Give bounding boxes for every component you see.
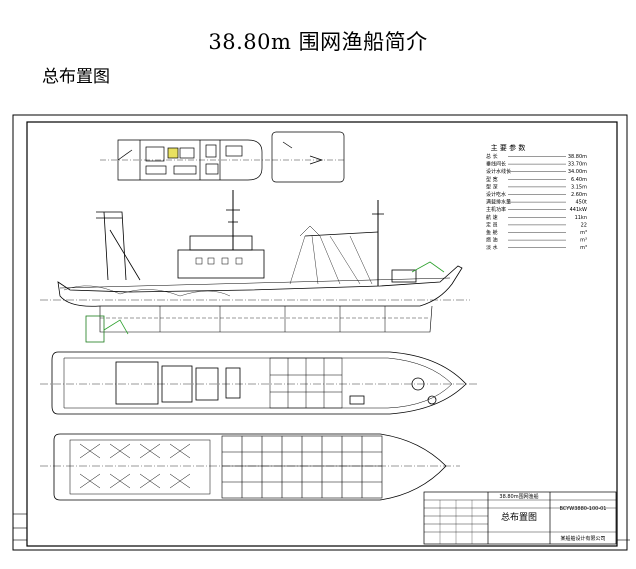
particulars-value: m³: [580, 245, 587, 251]
particulars-label: 主机功率: [486, 206, 506, 213]
particulars-label: 设计吃水: [486, 191, 506, 198]
top-wheelhouse-plan-small: [271, 131, 345, 183]
top-deck-plan-small: [100, 139, 270, 181]
particulars-row: 主机功率 441kW: [486, 206, 587, 213]
particulars-value: 34.00m: [568, 169, 587, 175]
particulars-value: 2.60m: [571, 192, 587, 198]
title-block-project: 38.80m围网渔船: [499, 493, 538, 500]
sheet-border: [12, 114, 628, 551]
main-deck-plan: [40, 351, 478, 415]
particulars-label: 型 宽: [486, 176, 498, 183]
particulars-label: 设计水线长: [486, 168, 511, 175]
particulars-row: 淡 水 m³: [486, 244, 587, 251]
particulars-label: 满载排水量: [486, 199, 511, 206]
particulars-row: 航 速 11kn: [486, 214, 587, 221]
page-title: 38.80m 围网渔船简介: [208, 30, 428, 54]
particulars-value: 11kn: [575, 215, 587, 221]
particulars-row: 鱼 舱 m³: [486, 229, 587, 236]
particulars-label: 型 深: [486, 183, 498, 190]
particulars-label: 鱼 舱: [486, 229, 498, 236]
particulars-label: 定 员: [486, 221, 498, 228]
profile-view: [40, 190, 470, 343]
particulars-value: 450t: [575, 200, 587, 206]
particulars-row: 垂线间长 33.70m: [486, 161, 587, 168]
title-block-company: 某船舶设计有限公司: [560, 535, 605, 542]
particulars-label: 总 长: [486, 153, 498, 160]
particulars-value: 3.15m: [571, 184, 587, 190]
particulars-label: 垂线间长: [486, 161, 506, 168]
particulars-row: 总 长 38.80m: [486, 153, 587, 160]
particulars-value: m³: [580, 238, 587, 244]
title-block: [423, 491, 617, 545]
particulars-value: 6.40m: [571, 177, 587, 183]
hold-plan: [40, 433, 460, 501]
page-subtitle: 总布置图: [42, 67, 110, 87]
particulars-title: 主 要 参 数: [491, 143, 526, 152]
particulars-row: 燃 油 m³: [486, 237, 587, 244]
particulars-row: 满载排水量 450t: [486, 199, 587, 206]
particulars-label: 淡 水: [486, 244, 498, 251]
particulars-row: 设计水线长 34.00m: [486, 168, 587, 175]
particulars-label: 燃 油: [486, 237, 498, 244]
title-block-drawing-no: BCYW3880-100-01: [560, 506, 607, 512]
particulars-row: 设计吃水 2.60m: [486, 191, 587, 198]
particulars-value: 33.70m: [568, 162, 587, 168]
particulars-row: 型 宽 6.40m: [486, 176, 587, 183]
particulars-value: 38.80m: [568, 154, 587, 160]
particulars-value: m³: [580, 230, 587, 236]
left-margin-marks: [13, 513, 27, 541]
particulars-row: 定 员 22: [486, 221, 587, 228]
particulars-value: 441kW: [570, 207, 587, 213]
title-block-drawing-name: 总布置图: [501, 511, 537, 523]
particulars-row: 型 深 3.15m: [486, 183, 587, 190]
particulars-value: 22: [581, 222, 587, 228]
particulars-label: 航 速: [486, 214, 498, 221]
